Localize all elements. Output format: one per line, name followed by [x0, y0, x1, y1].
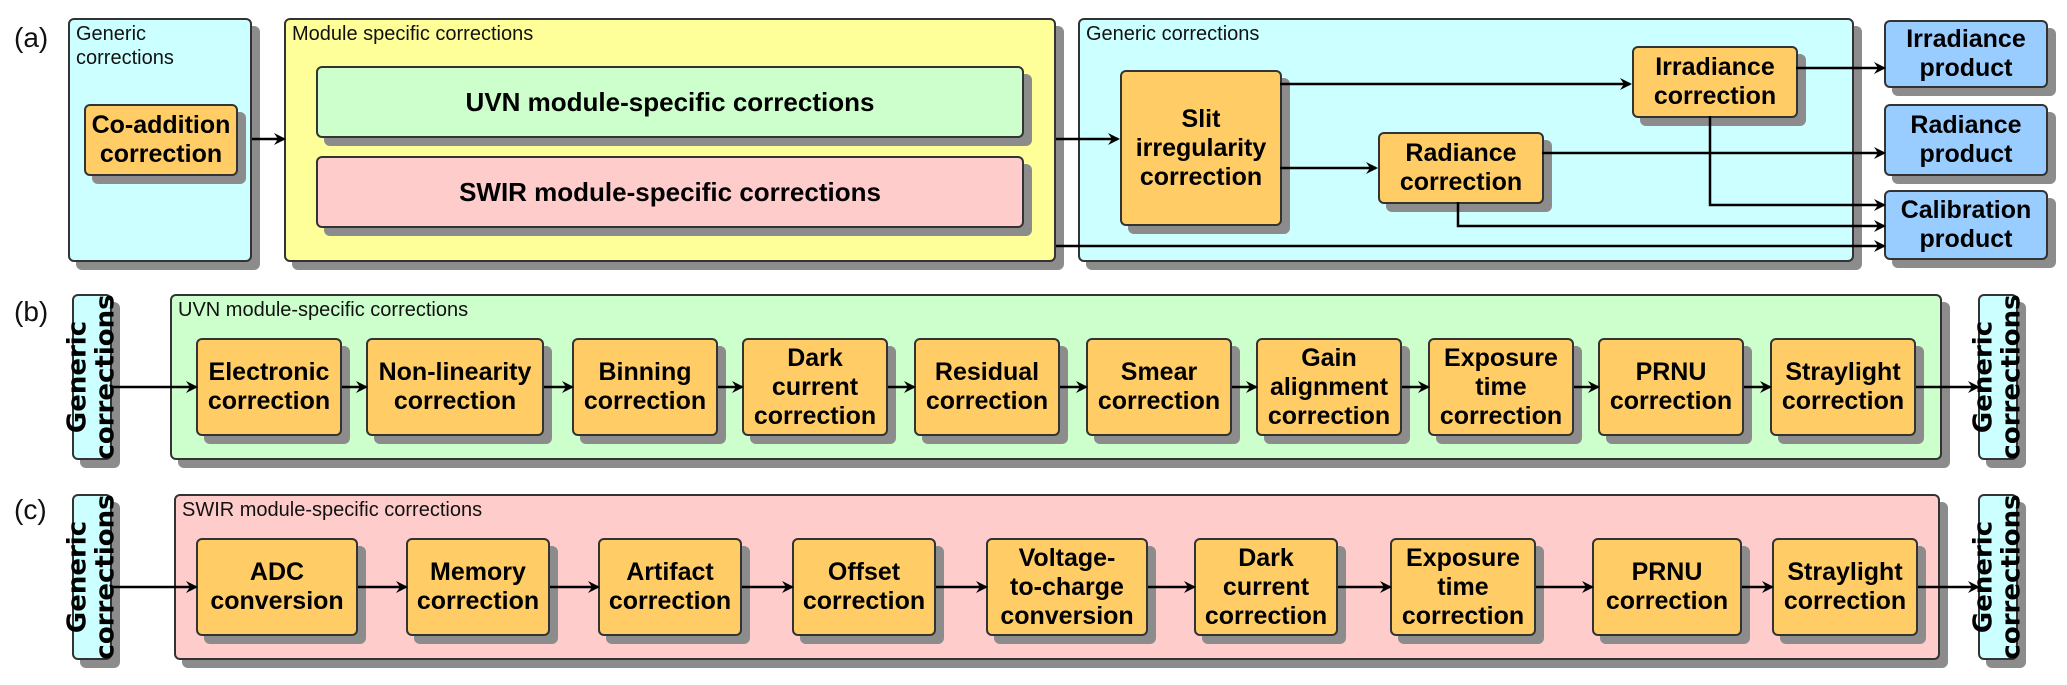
- correction-step: Offset correction: [792, 538, 936, 636]
- correction-step: Exposure time correction: [1390, 538, 1536, 636]
- correction-step: Binning correction: [572, 338, 718, 436]
- generic-corrections-input: Generic corrections: [63, 294, 121, 460]
- uvn-module-corrections-block: UVN module-specific corrections: [316, 66, 1024, 138]
- irradiance-correction-step: Irradiance correction: [1632, 46, 1798, 118]
- correction-step: Memory correction: [406, 538, 550, 636]
- generic-corrections-left-group: Generic corrections Co-addition correcti…: [68, 18, 252, 262]
- co-addition-correction-step: Co-addition correction: [84, 104, 238, 176]
- group-title: SWIR module-specific corrections: [182, 499, 483, 521]
- correction-step: Non-linearity correction: [366, 338, 544, 436]
- generic-corrections-text: Generic corrections: [63, 294, 121, 460]
- correction-step: Exposure time correction: [1428, 338, 1574, 436]
- correction-step: ADC conversion: [196, 538, 358, 636]
- radiance-product: Radiance product: [1884, 104, 2048, 176]
- group-title: Generic corrections: [1086, 23, 1260, 45]
- correction-step: PRNU correction: [1598, 338, 1744, 436]
- irradiance-product: Irradiance product: [1884, 20, 2048, 88]
- generic-corrections-input: Generic corrections: [63, 494, 121, 660]
- panel-b-label: (b): [14, 296, 49, 327]
- group-title: Module specific corrections: [292, 23, 534, 45]
- generic-corrections-output: Generic corrections: [1969, 294, 2027, 460]
- correction-step: Straylight correction: [1770, 338, 1916, 436]
- generic-corrections-right-group: Generic corrections Slit irregularity co…: [1078, 18, 1854, 262]
- module-specific-corrections-group: Module specific corrections UVN module-s…: [284, 18, 1056, 262]
- correction-step: Straylight correction: [1772, 538, 1918, 636]
- panel-c-label: (c): [14, 494, 47, 525]
- generic-corrections-text: Generic corrections: [63, 494, 121, 660]
- correction-step: Gain alignment correction: [1256, 338, 1402, 436]
- correction-step: PRNU correction: [1592, 538, 1742, 636]
- correction-step: Residual correction: [914, 338, 1060, 436]
- group-title: UVN module-specific corrections: [178, 299, 469, 321]
- correction-step: Voltage- to-charge conversion: [986, 538, 1148, 636]
- panel-a-label: (a): [14, 22, 49, 53]
- generic-corrections-text: Generic corrections: [1969, 494, 2027, 660]
- calibration-product: Calibration product: [1884, 190, 2048, 260]
- group-title: Generic corrections: [76, 23, 174, 69]
- correction-step: Artifact correction: [598, 538, 742, 636]
- slit-irregularity-correction-step: Slit irregularity correction: [1120, 70, 1282, 226]
- swir-module-corrections-block: SWIR module-specific corrections: [316, 156, 1024, 228]
- radiance-correction-step: Radiance correction: [1378, 132, 1544, 204]
- correction-step: Dark current correction: [1194, 538, 1338, 636]
- generic-corrections-text: Generic corrections: [1969, 294, 2027, 460]
- correction-step: Electronic correction: [196, 338, 342, 436]
- generic-corrections-output: Generic corrections: [1969, 494, 2027, 660]
- correction-step: Dark current correction: [742, 338, 888, 436]
- correction-step: Smear correction: [1086, 338, 1232, 436]
